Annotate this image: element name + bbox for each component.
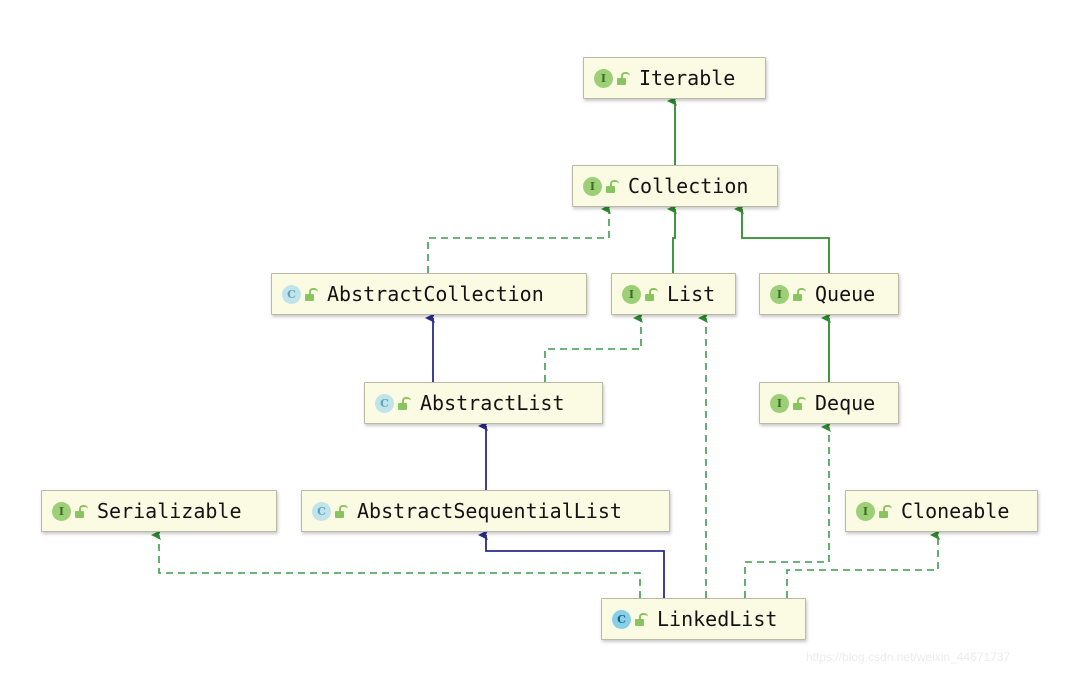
node-label: Cloneable [901, 499, 1010, 523]
edge-linkedlist-to-serializable [151, 530, 641, 598]
node-queue[interactable]: I Queue [759, 273, 899, 315]
unlocked-padlock-icon [878, 504, 892, 518]
node-abstractsequentiallist[interactable]: C AbstractSequentialList [301, 490, 670, 532]
unlocked-padlock-icon [605, 179, 619, 193]
node-label: Queue [815, 282, 876, 306]
node-label: Iterable [639, 66, 736, 90]
node-iterable[interactable]: I Iterable [583, 57, 766, 99]
class-icon: C [612, 609, 631, 629]
edge-list-to-collection [667, 204, 677, 273]
unlocked-padlock-icon [397, 396, 411, 410]
node-label: LinkedList [657, 607, 778, 631]
edge-linkedlist-to-cloneable [786, 530, 940, 598]
node-label: Deque [815, 391, 876, 415]
abstract-class-icon: C [312, 501, 331, 521]
interface-icon: I [622, 284, 641, 304]
node-deque[interactable]: I Deque [759, 382, 899, 424]
unlocked-padlock-icon [334, 504, 348, 518]
node-collection[interactable]: I Collection [572, 165, 778, 207]
edge-abstractlist-to-list [544, 313, 643, 382]
abstract-class-icon: C [375, 393, 394, 413]
unlocked-padlock-icon [74, 504, 88, 518]
interface-icon: I [583, 176, 602, 196]
interface-icon: I [856, 501, 875, 521]
edge-abstractcollection-to-collection [427, 204, 611, 273]
node-abstractlist[interactable]: C AbstractList [364, 382, 603, 424]
node-serializable[interactable]: I Serializable [41, 490, 277, 532]
node-linkedlist[interactable]: C LinkedList [601, 598, 806, 640]
edge-linkedlist-to-abstractsequentiallist [478, 530, 665, 598]
node-list[interactable]: I List [611, 273, 736, 315]
unlocked-padlock-icon [616, 71, 630, 85]
node-abstractcollection[interactable]: C AbstractCollection [271, 273, 587, 315]
unlocked-padlock-icon [304, 287, 318, 301]
interface-icon: I [770, 284, 789, 304]
interface-icon: I [770, 393, 789, 413]
unlocked-padlock-icon [792, 396, 806, 410]
node-label: AbstractCollection [327, 282, 544, 306]
edge-linkedlist-to-deque [744, 422, 831, 598]
node-label: AbstractList [420, 391, 565, 415]
node-label: Serializable [97, 499, 242, 523]
interface-icon: I [594, 68, 613, 88]
unlocked-padlock-icon [634, 612, 648, 626]
watermark-text: https://blog.csdn.net/weixin_44671737 [806, 650, 1011, 664]
node-label: List [667, 282, 716, 306]
unlocked-padlock-icon [792, 287, 806, 301]
node-label: Collection [628, 174, 749, 198]
unlocked-padlock-icon [644, 287, 658, 301]
node-label: AbstractSequentialList [357, 499, 622, 523]
edge-queue-to-collection [734, 204, 830, 273]
node-cloneable[interactable]: I Cloneable [845, 490, 1038, 532]
interface-icon: I [52, 501, 71, 521]
abstract-class-icon: C [282, 284, 301, 304]
